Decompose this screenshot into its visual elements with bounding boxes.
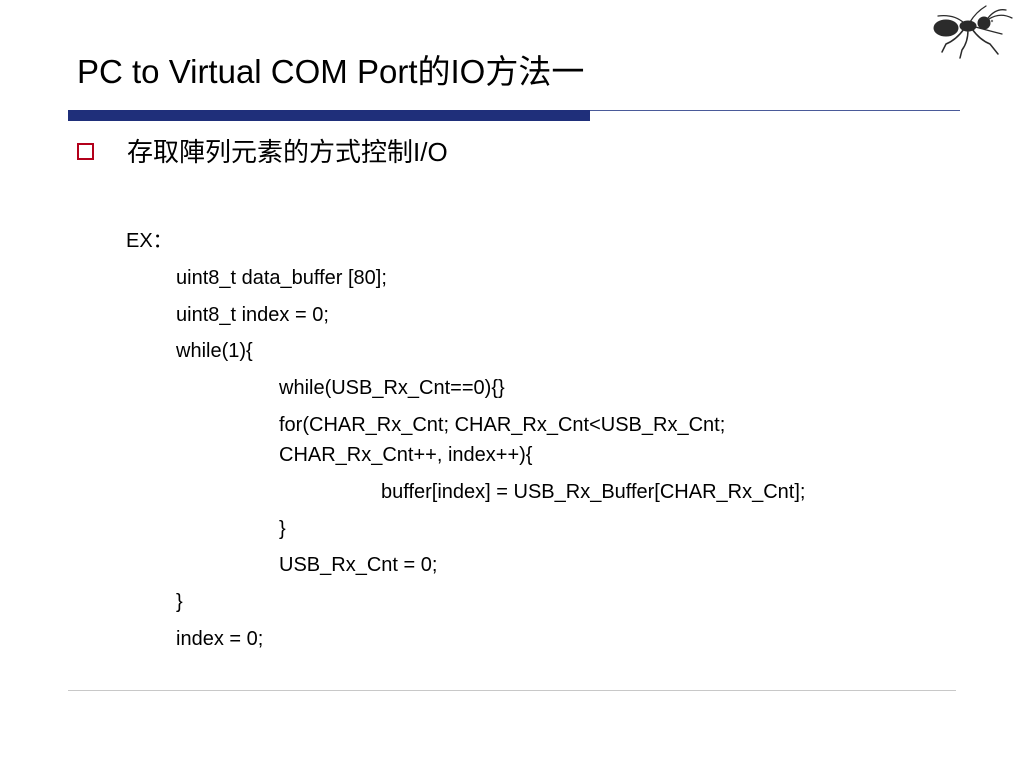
- ant-icon: [933, 5, 1013, 59]
- bullet-text: 存取陣列元素的方式控制I/O: [127, 136, 448, 169]
- code-line: while(1){: [176, 340, 253, 362]
- code-line: uint8_t data_buffer [80];: [176, 267, 387, 289]
- code-line: CHAR_Rx_Cnt++, index++){: [279, 444, 533, 466]
- footer-divider: [68, 690, 956, 691]
- bullet-text-latin: I/O: [413, 137, 448, 167]
- code-line: for(CHAR_Rx_Cnt; CHAR_Rx_Cnt<USB_Rx_Cnt;: [279, 414, 726, 436]
- code-line: while(USB_Rx_Cnt==0){}: [279, 377, 505, 399]
- code-line: USB_Rx_Cnt = 0;: [279, 554, 438, 576]
- title-underline: [68, 110, 590, 121]
- code-line: uint8_t index = 0;: [176, 304, 329, 326]
- example-label: EX：: [126, 230, 173, 252]
- code-line: index = 0;: [176, 628, 264, 650]
- code-line: buffer[index] = USB_Rx_Buffer[CHAR_Rx_Cn…: [381, 481, 806, 503]
- bullet-text-cjk: 存取陣列元素的方式控制: [127, 138, 414, 168]
- slide-title: PC to Virtual COM Port的IO方法一: [77, 53, 585, 90]
- code-line: }: [176, 591, 183, 613]
- title-underline-thin: [590, 110, 960, 111]
- code-line: }: [279, 518, 286, 540]
- bullet-square-icon: [77, 143, 94, 160]
